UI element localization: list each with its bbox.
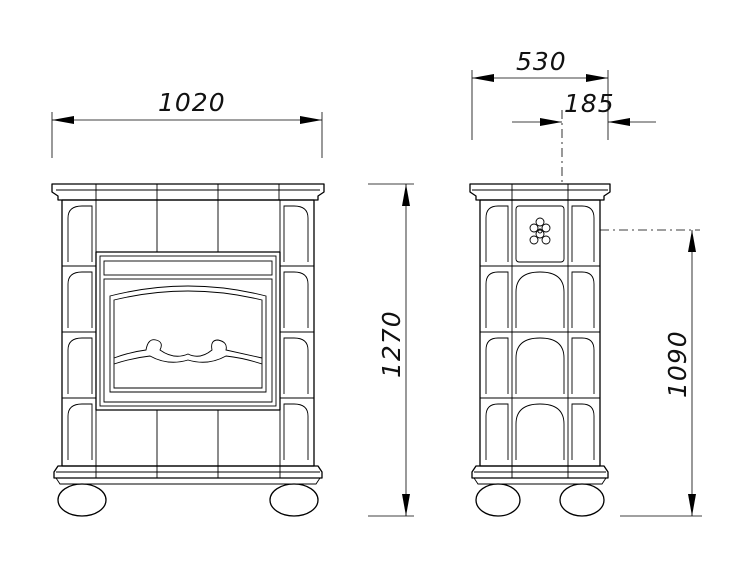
side-plinth bbox=[471, 465, 609, 479]
front-cornice bbox=[51, 183, 325, 201]
total-height-label: 1270 bbox=[377, 310, 406, 378]
total-height-dimension: 1270 bbox=[368, 183, 414, 517]
flower-ornament-icon bbox=[529, 217, 551, 245]
side-depth-label: 530 bbox=[516, 47, 567, 76]
side-cornice bbox=[469, 183, 611, 201]
side-height-label: 1090 bbox=[663, 330, 692, 398]
front-foot-right bbox=[269, 483, 319, 517]
front-width-label: 1020 bbox=[158, 88, 226, 117]
front-right-column bbox=[279, 200, 314, 466]
side-body bbox=[479, 199, 601, 467]
front-view bbox=[51, 183, 325, 517]
fire-door bbox=[95, 251, 281, 411]
side-height-dimension: 1090 bbox=[620, 230, 702, 517]
side-offset-label: 185 bbox=[564, 89, 615, 118]
front-left-column bbox=[62, 200, 97, 466]
front-plinth bbox=[53, 465, 323, 479]
side-foot-right bbox=[559, 483, 605, 517]
side-view bbox=[469, 110, 700, 517]
side-depth-dimension: 530 bbox=[471, 47, 609, 140]
side-offset-dimension: 185 bbox=[512, 89, 656, 126]
side-foot-left bbox=[475, 483, 521, 517]
front-width-dimension: 1020 bbox=[51, 88, 323, 158]
front-foot-left bbox=[57, 483, 107, 517]
